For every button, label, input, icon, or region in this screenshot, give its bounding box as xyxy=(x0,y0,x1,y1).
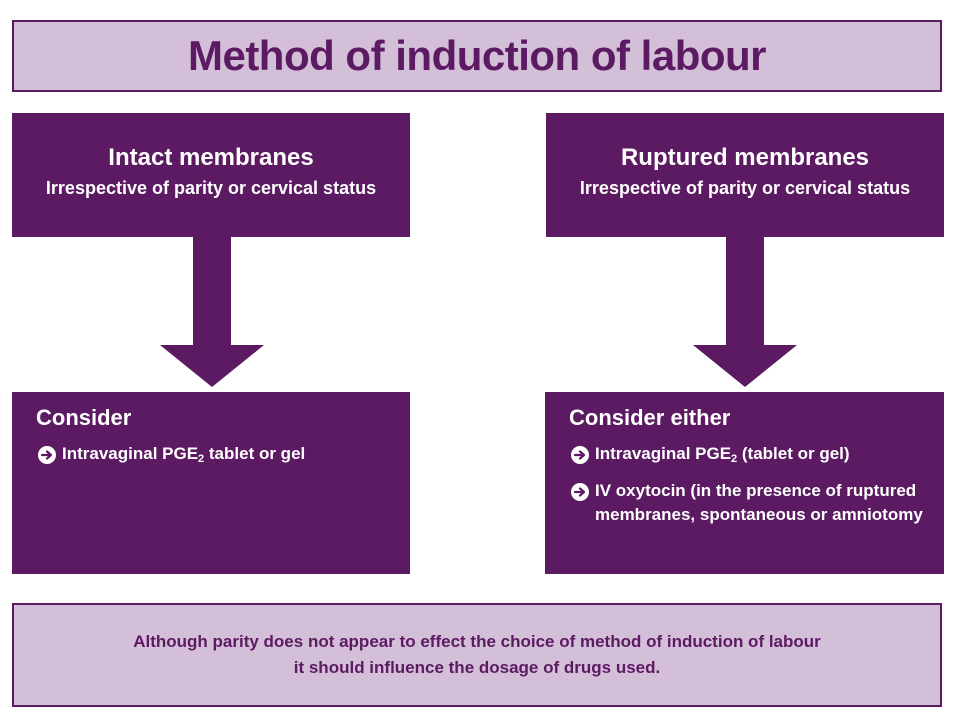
option-item: Intravaginal PGE2 (tablet or gel) xyxy=(569,442,926,471)
option-item: Intravaginal PGE2 tablet or gel xyxy=(36,442,392,471)
title-banner: Method of induction of labour xyxy=(12,20,942,92)
page-title: Method of induction of labour xyxy=(187,32,767,79)
option-item: IV oxytocin (in the presence of ruptured… xyxy=(569,479,926,527)
ruptured-membranes-heading: Ruptured membranes xyxy=(620,144,870,171)
intact-membranes-heading: Intact membranes xyxy=(108,144,314,171)
circle-arrow-right-icon xyxy=(38,446,56,464)
circle-arrow-right-icon xyxy=(571,446,589,464)
intact-membranes-box: Intact membranes Irrespective of parity … xyxy=(12,113,410,237)
footer-line-1: Although parity does not appear to effec… xyxy=(133,632,821,651)
consider-either-box: Consider either Intravaginal PGE2 (table… xyxy=(545,392,944,574)
option-text: Intravaginal PGE2 (tablet or gel) xyxy=(595,444,850,465)
arrow-down-icon xyxy=(160,237,264,387)
option-text: IV oxytocin (in the presence of ruptured… xyxy=(595,481,923,524)
consider-either-heading: Consider either xyxy=(569,405,731,430)
intact-membranes-subheading: Irrespective of parity or cervical statu… xyxy=(45,178,377,198)
option-text: Intravaginal PGE2 tablet or gel xyxy=(62,444,306,465)
ruptured-membranes-box: Ruptured membranes Irrespective of parit… xyxy=(546,113,944,237)
footer-line-2: it should influence the dosage of drugs … xyxy=(293,658,661,677)
circle-arrow-right-icon xyxy=(571,483,589,501)
consider-box: Consider Intravaginal PGE2 tablet or gel xyxy=(12,392,410,574)
arrow-down-icon xyxy=(693,237,797,387)
ruptured-membranes-subheading: Irrespective of parity or cervical statu… xyxy=(579,178,911,198)
footer-note: Although parity does not appear to effec… xyxy=(12,603,942,707)
consider-heading: Consider xyxy=(36,405,132,430)
